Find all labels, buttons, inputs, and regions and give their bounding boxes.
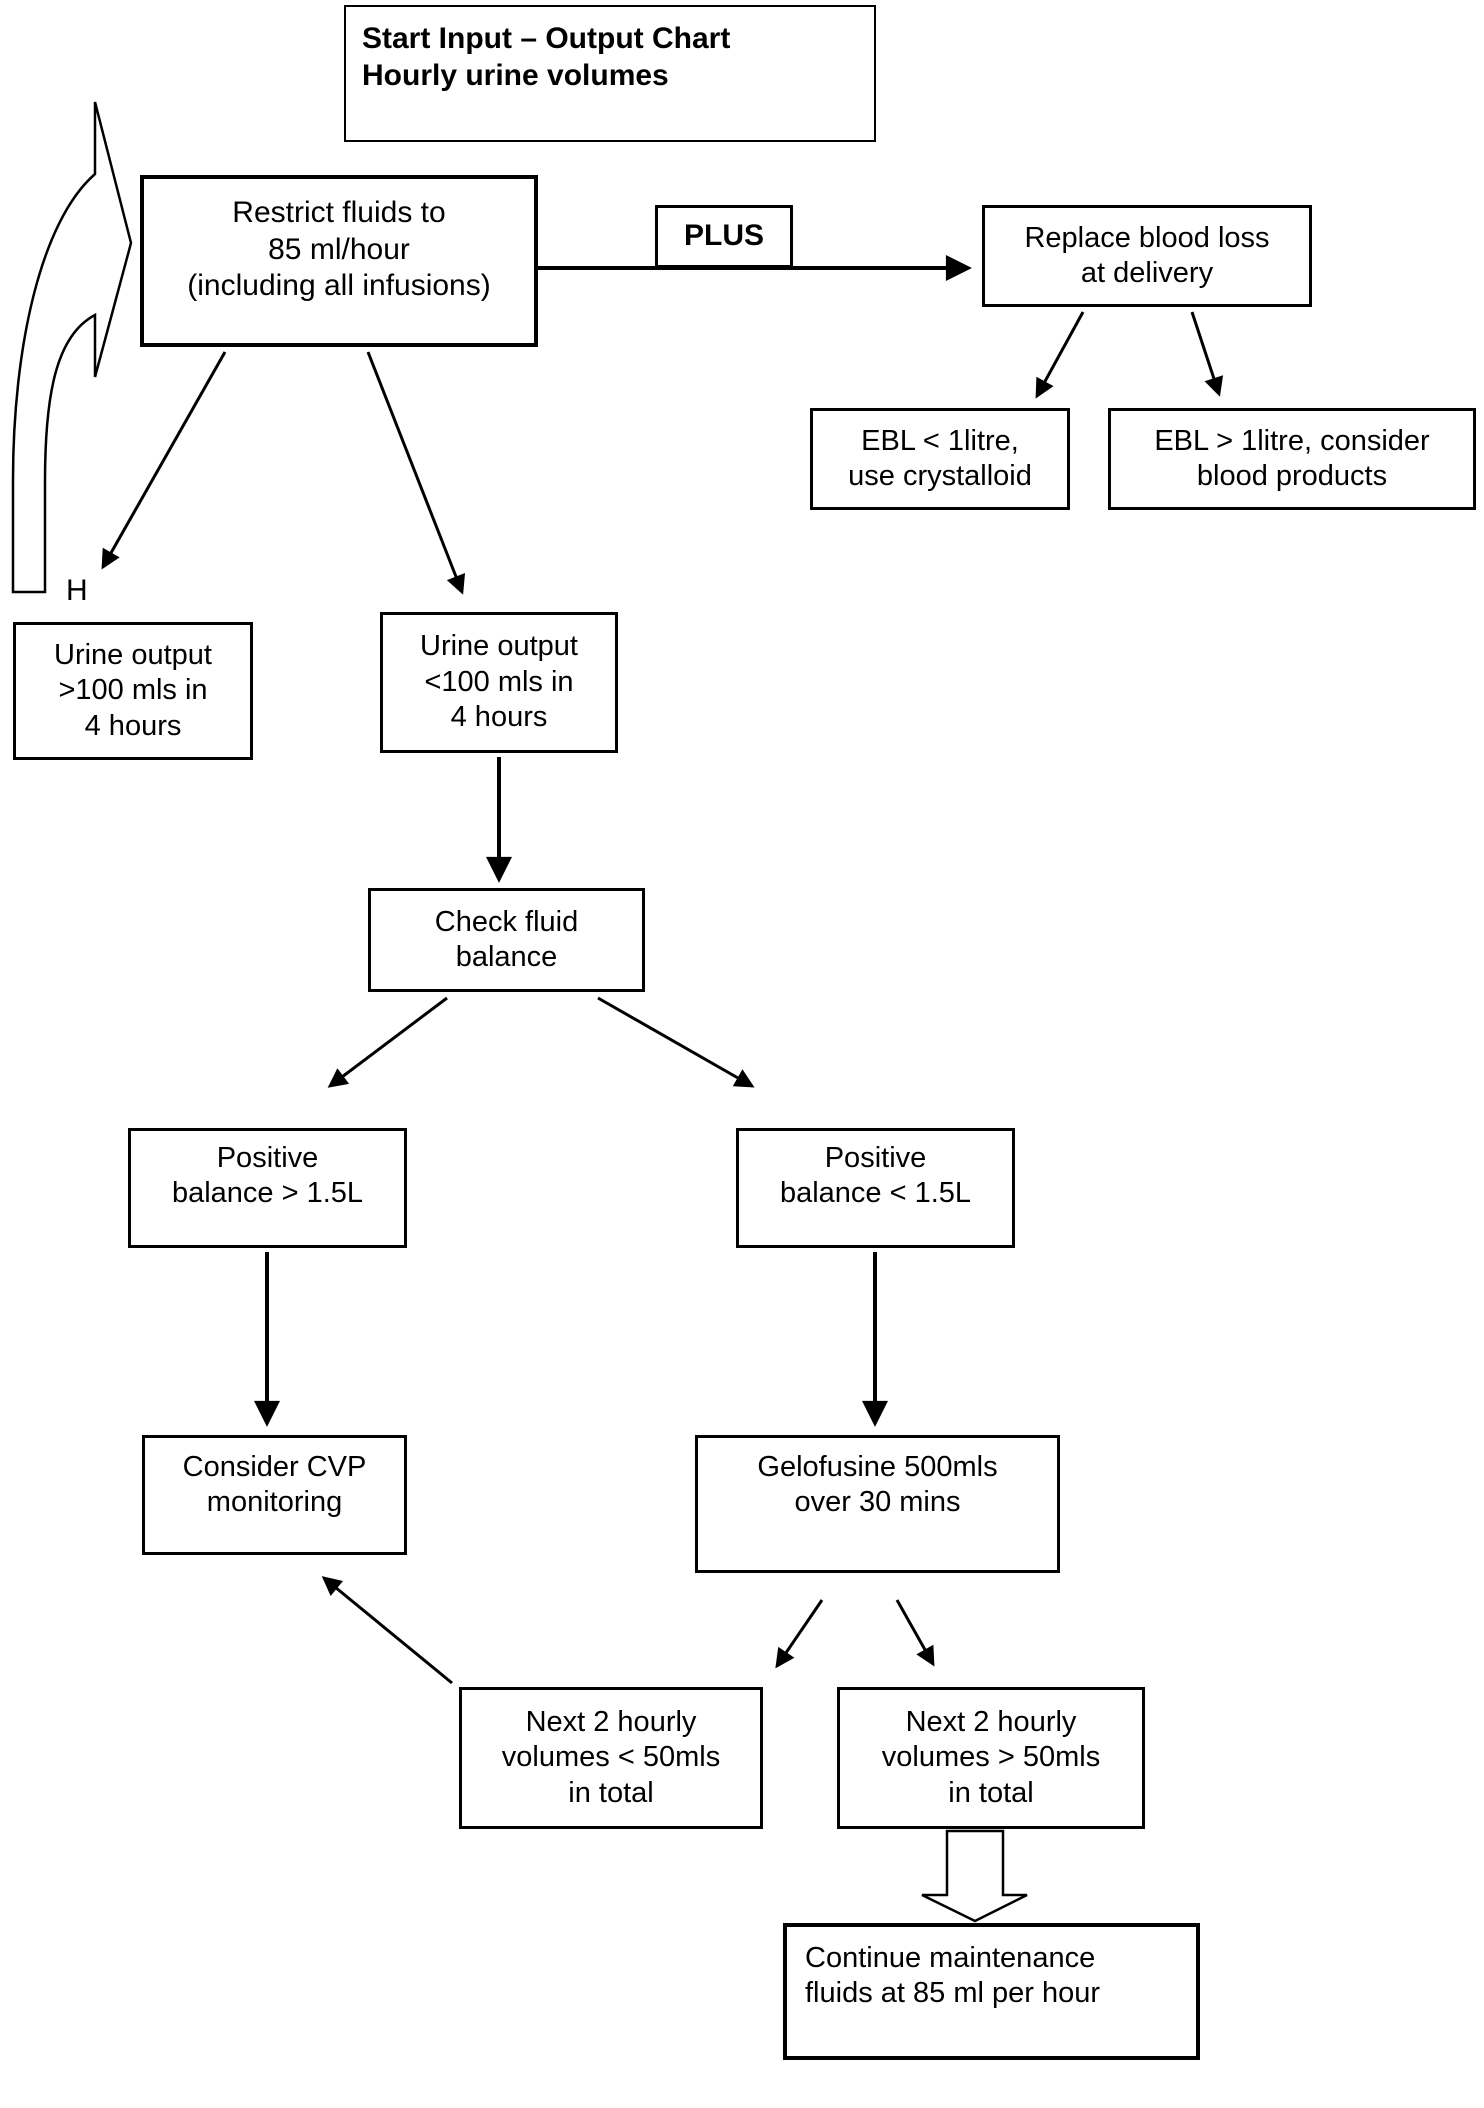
node-next-2hr-gt-50: Next 2 hourly volumes > 50mls in total — [837, 1687, 1145, 1829]
node-ebl-greater-1litre: EBL > 1litre, consider blood products — [1108, 408, 1476, 510]
node-start-title-text: Start Input – Output Chart Hourly urine … — [362, 22, 731, 92]
arrow-check-to-pos-low — [597, 996, 755, 1088]
node-ebl-less-1litre: EBL < 1litre, use crystalloid — [810, 408, 1070, 510]
node-plus-text: PLUS — [683, 219, 764, 253]
h-label: H — [66, 574, 88, 607]
node-urine-output-gt-100: Urine output >100 mls in 4 hours — [13, 622, 253, 760]
node-next-2hr-lt-50-text: Next 2 hourly volumes < 50mls in total — [501, 1705, 721, 1809]
arrow-restrict-to-urine-low — [366, 351, 466, 595]
node-urine-output-lt-100: Urine output <100 mls in 4 hours — [380, 612, 618, 753]
arrow-check-to-pos-high — [327, 996, 448, 1088]
node-positive-balance-lt-text: Positive balance < 1.5L — [779, 1142, 972, 1210]
node-restrict-fluids: Restrict fluids to 85 ml/hour (including… — [140, 175, 538, 347]
node-urine-output-gt-100-text: Urine output >100 mls in 4 hours — [54, 638, 212, 742]
node-consider-cvp-text: Consider CVP monitoring — [182, 1451, 367, 1519]
arrow-next-low-to-cvp — [321, 1576, 453, 1685]
node-consider-cvp: Consider CVP monitoring — [142, 1435, 407, 1555]
block-arrow-down — [921, 1829, 1028, 1923]
node-urine-output-lt-100-text: Urine output <100 mls in 4 hours — [420, 630, 578, 734]
node-continue-maintenance: Continue maintenance fluids at 85 ml per… — [783, 1923, 1200, 2060]
node-check-fluid-balance: Check fluid balance — [368, 888, 645, 992]
arrow-restrict-to-urine-high — [101, 351, 227, 570]
curved-entry-arrow — [11, 101, 133, 594]
node-replace-blood-loss-text: Replace blood loss at delivery — [1024, 221, 1270, 289]
node-positive-balance-gt-text: Positive balance > 1.5L — [171, 1142, 364, 1210]
node-restrict-fluids-text: Restrict fluids to 85 ml/hour (including… — [187, 196, 491, 303]
node-positive-balance-gt: Positive balance > 1.5L — [128, 1128, 407, 1248]
node-start-title: Start Input – Output Chart Hourly urine … — [344, 5, 876, 142]
node-continue-maintenance-text: Continue maintenance fluids at 85 ml per… — [805, 1942, 1100, 2010]
node-check-fluid-balance-text: Check fluid balance — [434, 905, 579, 973]
node-next-2hr-lt-50: Next 2 hourly volumes < 50mls in total — [459, 1687, 763, 1829]
node-next-2hr-gt-50-text: Next 2 hourly volumes > 50mls in total — [881, 1705, 1101, 1809]
arrow-gelofusine-to-next-high — [895, 1599, 935, 1667]
node-plus: PLUS — [655, 205, 793, 268]
arrow-replace-to-ebl-low — [1035, 311, 1085, 399]
node-gelofusine-text: Gelofusine 500mls over 30 mins — [757, 1451, 998, 1519]
node-ebl-less-1litre-text: EBL < 1litre, use crystalloid — [848, 424, 1032, 492]
node-replace-blood-loss: Replace blood loss at delivery — [982, 205, 1312, 307]
arrow-replace-to-ebl-high — [1190, 311, 1224, 397]
node-positive-balance-lt: Positive balance < 1.5L — [736, 1128, 1015, 1248]
node-gelofusine: Gelofusine 500mls over 30 mins — [695, 1435, 1060, 1573]
node-ebl-greater-1litre-text: EBL > 1litre, consider blood products — [1154, 424, 1430, 492]
arrow-gelofusine-to-next-low — [775, 1599, 824, 1669]
